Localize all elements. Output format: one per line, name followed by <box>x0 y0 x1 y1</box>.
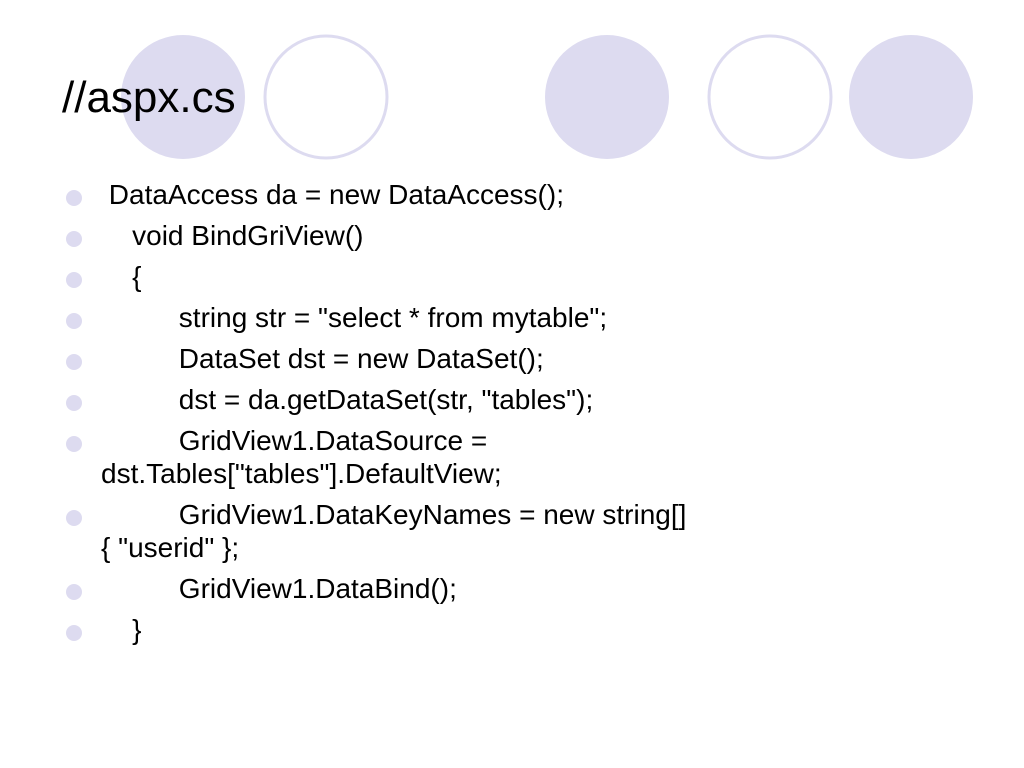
bullet-dot-icon <box>66 436 82 452</box>
code-line: GridView1.DataSource = dst.Tables["table… <box>0 424 1024 490</box>
bullet-dot-icon <box>66 272 82 288</box>
bullet-dot-icon <box>66 510 82 526</box>
code-line: dst = da.getDataSet(str, "tables"); <box>0 383 1024 416</box>
bullet-dot-icon <box>66 584 82 600</box>
bullet-dot-icon <box>66 231 82 247</box>
decorative-circles <box>121 34 973 160</box>
code-line: DataAccess da = new DataAccess(); <box>0 178 1024 211</box>
code-line: GridView1.DataKeyNames = new string[] { … <box>0 498 1024 564</box>
code-bullet-list: DataAccess da = new DataAccess(); void B… <box>0 178 1024 654</box>
code-line: { <box>0 260 1024 293</box>
filled-circle-2 <box>545 35 669 159</box>
slide-title: //aspx.cs <box>62 73 236 122</box>
filled-circle-3 <box>849 35 973 159</box>
outline-circle-1 <box>263 34 389 160</box>
code-line: } <box>0 613 1024 646</box>
code-line: string str = "select * from mytable"; <box>0 301 1024 334</box>
bullet-dot-icon <box>66 395 82 411</box>
filled-circle-1 <box>121 35 245 159</box>
bullet-dot-icon <box>66 625 82 641</box>
code-line: void BindGriView() <box>0 219 1024 252</box>
code-line: GridView1.DataBind(); <box>0 572 1024 605</box>
bullet-dot-icon <box>66 313 82 329</box>
outline-circle-2 <box>707 34 833 160</box>
bullet-dot-icon <box>66 354 82 370</box>
bullet-dot-icon <box>66 190 82 206</box>
code-line: DataSet dst = new DataSet(); <box>0 342 1024 375</box>
